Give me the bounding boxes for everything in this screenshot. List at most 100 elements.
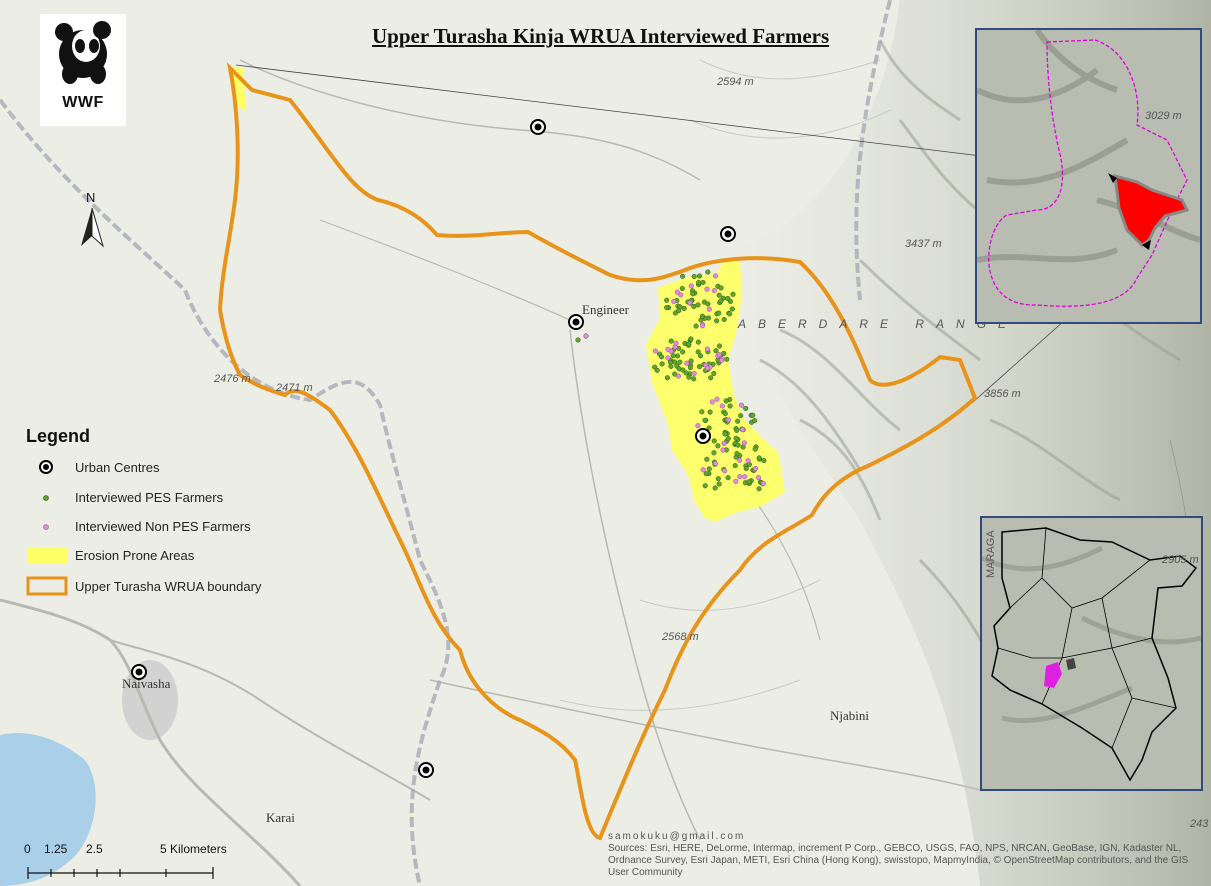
elevation-label: 243 xyxy=(1190,818,1209,830)
scale-tick-label: 2.5 xyxy=(86,842,103,856)
pes-farmer-point xyxy=(672,359,678,365)
pes-farmer-point xyxy=(713,348,719,354)
pes-farmer-point xyxy=(696,364,703,370)
pes-farmer-point xyxy=(714,318,720,324)
naivasha-urban-area xyxy=(122,660,178,740)
non-pes-farmer-point xyxy=(709,399,715,405)
map-title: Upper Turasha Kinja WRUA Interviewed Far… xyxy=(372,24,830,48)
pes-farmer-point xyxy=(715,476,721,482)
pes-farmer-point xyxy=(725,475,731,481)
non-pes-farmer-point xyxy=(674,289,680,295)
elevation-label: 2594 m xyxy=(717,76,754,88)
pes-farmer-point xyxy=(702,483,708,489)
urban-centre-icon xyxy=(530,119,546,135)
pes-farmer-point xyxy=(575,337,581,343)
non-pes-farmer-point xyxy=(738,402,745,408)
pes-farmer-point xyxy=(735,442,741,448)
place-engineer: Engineer xyxy=(582,302,629,317)
pes-farmer-point xyxy=(667,359,673,365)
non-pes-farmer-point xyxy=(652,348,658,354)
pes-farmer-point xyxy=(734,450,740,457)
non-pes-farmer-point xyxy=(704,365,710,371)
legend-boundary-line xyxy=(26,576,68,596)
pes-farmer-point xyxy=(686,374,692,380)
legend-erosion-patch xyxy=(27,547,67,563)
pes-farmer-point xyxy=(732,463,738,469)
pes-farmer-point xyxy=(664,297,670,303)
pes-farmer-point xyxy=(704,456,710,462)
pes-farmer-point xyxy=(752,446,758,452)
pes-farmer-point xyxy=(705,301,711,307)
pes-farmer-point xyxy=(659,361,665,367)
pes-farmer-point xyxy=(664,375,670,381)
pes-farmer-point xyxy=(691,303,697,309)
non-pes-farmer-point xyxy=(742,474,748,480)
place-karai: Karai xyxy=(266,810,295,825)
pes-farmer-point xyxy=(688,358,694,364)
inset-catchment[interactable]: 3029 m xyxy=(975,28,1202,324)
legend-non-pes-dot xyxy=(43,524,49,530)
inset-maraga-label: MARAGA xyxy=(985,530,997,578)
inset-county-boundary xyxy=(988,39,1188,307)
lake-naivasha xyxy=(0,732,96,886)
pes-farmer-point xyxy=(727,403,733,409)
non-pes-farmer-point xyxy=(726,417,732,423)
non-pes-farmer-point xyxy=(675,373,682,379)
pes-farmer-point xyxy=(677,359,683,365)
urban-centre-icon xyxy=(131,664,147,680)
non-pes-farmer-point xyxy=(755,475,762,481)
pes-farmer-point xyxy=(721,316,727,323)
pes-farmer-point xyxy=(743,405,749,411)
scale-tick-label: 0 xyxy=(24,842,31,856)
range-label: ABERDARE RANGE xyxy=(738,317,1019,331)
pes-farmer-point xyxy=(743,466,749,472)
pes-farmer-point xyxy=(718,298,724,304)
admin-boundaries xyxy=(0,0,892,886)
non-pes-farmer-point xyxy=(704,346,710,352)
pes-farmer-point xyxy=(695,349,701,355)
pes-farmer-point xyxy=(700,279,706,285)
pes-farmer-point xyxy=(723,398,729,404)
wwf-logo: WWF xyxy=(40,14,126,126)
pes-farmer-point xyxy=(697,353,704,359)
non-pes-farmer-point xyxy=(673,340,679,346)
pes-farmer-point xyxy=(715,443,721,449)
pes-farmer-point xyxy=(722,411,728,417)
pes-farmer-point xyxy=(670,353,676,359)
author-email: samokuku@gmail.com xyxy=(608,831,746,842)
non-pes-farmer-point xyxy=(760,480,766,487)
pes-farmer-point xyxy=(699,313,705,319)
non-pes-farmer-point xyxy=(711,288,717,294)
non-pes-farmer-point xyxy=(665,355,671,361)
logo-text: WWF xyxy=(62,94,104,111)
non-pes-farmer-point xyxy=(716,352,722,358)
pes-farmer-point xyxy=(718,285,724,291)
non-pes-farmer-point xyxy=(721,440,727,446)
wrua-boundary xyxy=(217,61,978,841)
inset-kenya[interactable]: MARAGA 2905 m xyxy=(980,516,1203,791)
contours xyxy=(559,59,891,711)
inset-kenya-map: MARAGA xyxy=(982,527,1201,782)
pes-farmer-point xyxy=(707,409,713,415)
non-pes-farmer-point xyxy=(714,396,720,402)
elevation-label: 2568 m xyxy=(662,631,699,643)
kenya-catchment-highlight xyxy=(1044,662,1062,688)
pes-farmer-point xyxy=(658,354,665,360)
leader-arrow-icon xyxy=(1142,240,1151,250)
roads xyxy=(0,59,981,886)
panda-icon xyxy=(55,21,111,84)
pes-farmer-point xyxy=(679,285,685,292)
pes-farmer-point xyxy=(724,356,730,362)
non-pes-farmer-point xyxy=(712,461,718,467)
non-pes-farmer-point xyxy=(740,427,746,433)
non-pes-farmer-point xyxy=(684,360,690,366)
pes-farmer-point xyxy=(712,485,718,491)
non-pes-farmer-point xyxy=(688,283,694,289)
pes-farmer-point xyxy=(734,427,740,433)
place-naivasha: Naivasha xyxy=(122,676,171,691)
pes-farmer-point xyxy=(691,376,697,382)
pes-farmer-point xyxy=(730,291,736,297)
north-label: N xyxy=(86,190,96,205)
pes-farmer-point xyxy=(686,341,692,347)
